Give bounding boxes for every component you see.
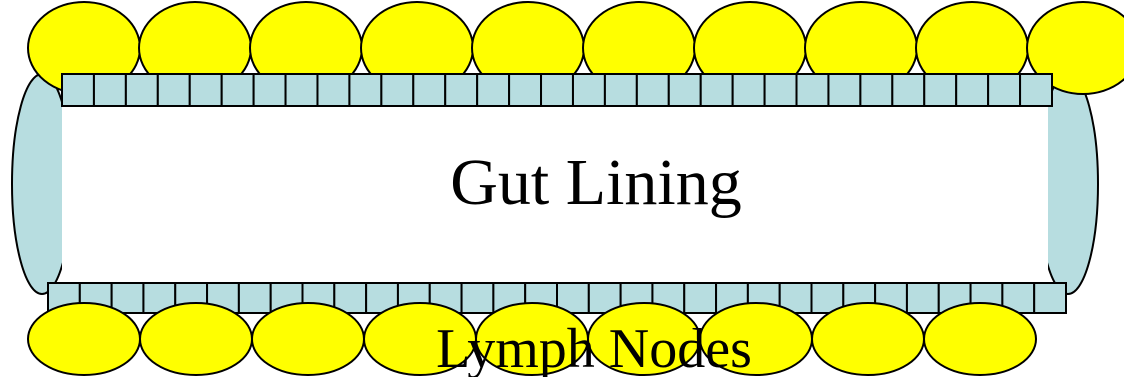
lining-cell-bottom [237,282,272,314]
top-lymph-node-row [27,1,1124,95]
lining-cell-bottom [460,282,495,314]
lining-cell-top [188,73,223,107]
lymph-node-bottom [251,302,365,376]
lining-cell-bottom [333,282,368,314]
lymph-node-bottom [923,302,1037,376]
lining-cell-top [763,73,798,107]
lymph-node-bottom [811,302,925,376]
lining-cell-top [284,73,319,107]
lining-cell-top [444,73,479,107]
title-label: Gut Lining [450,146,742,219]
lining-cell-top [667,73,702,107]
lymph-node-bottom [139,302,253,376]
lymph-node-bottom [27,302,141,376]
lining-cell-top [699,73,734,107]
lining-cell-bottom [1033,282,1067,314]
lining-cell-top [987,73,1022,107]
lining-cell-top [571,73,606,107]
lining-cell-top [795,73,830,107]
lining-cell-top [220,73,255,107]
lining-cell-top [827,73,862,107]
lining-cell-bottom [683,282,718,314]
lining-cell-top [348,73,383,107]
lining-cell-top [731,73,766,107]
lining-cell-top [508,73,543,107]
lining-cell-top [955,73,990,107]
lining-cell-top [124,73,159,107]
lining-cell-top [923,73,958,107]
bottom-lymph-node-row [27,302,1037,376]
lymph-node-top [1026,1,1124,95]
caption-label: Lymph Nodes [436,318,752,377]
lining-cell-top [891,73,926,107]
lining-cell-top [603,73,638,107]
lining-cell-top [635,73,670,107]
lining-cell-top [316,73,351,107]
lining-cell-top [412,73,447,107]
lining-cell-bottom [110,282,145,314]
lining-cell-top [61,73,95,107]
lining-cell-top [1019,73,1053,107]
lining-cell-top [476,73,511,107]
tube-interior [62,104,1048,284]
lining-cell-top [540,73,574,107]
lining-cell-top [380,73,415,107]
lining-cell-top [92,73,127,107]
top-lining-cell-row [61,73,1053,107]
lining-cell-top [252,73,287,107]
lining-cell-bottom [905,282,940,314]
lining-cell-top [156,73,191,107]
lining-cell-top [859,73,894,107]
